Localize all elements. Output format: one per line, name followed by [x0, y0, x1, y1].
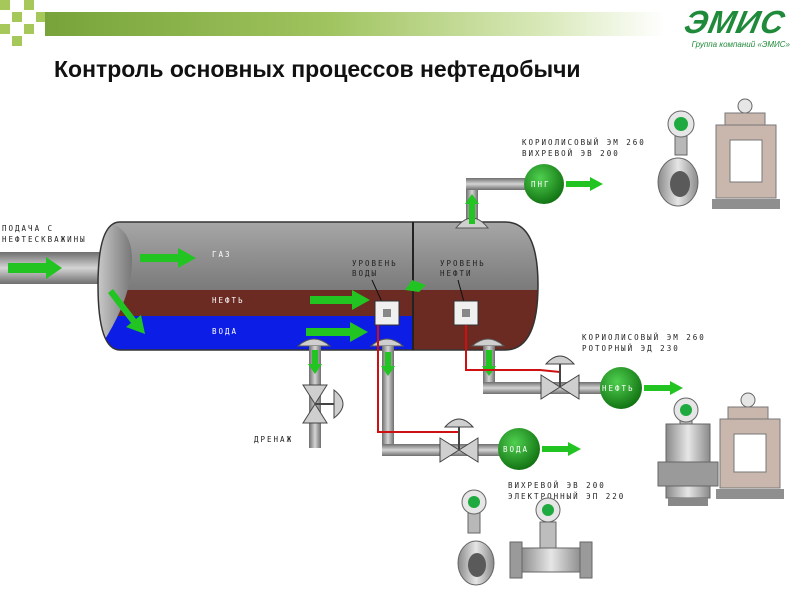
level-oil-pointer	[457, 279, 465, 303]
vessel-outline	[97, 221, 539, 351]
water-outlet-label: ВОДА	[503, 445, 529, 454]
drain-label: ДРЕНАЖ	[254, 435, 293, 444]
coriolis-meter-oil-image	[716, 392, 784, 499]
oil-weir-arrow	[405, 280, 426, 292]
level-water-pointer	[371, 279, 383, 303]
oil-nozzle	[470, 338, 506, 347]
gas-outlet-arrow	[566, 177, 603, 191]
water-meter-label-1: ВИХРЕВОЙ ЭВ 200	[508, 481, 606, 490]
logo-caption: Группа компаний «ЭМИС»	[691, 40, 790, 49]
water-control-valve	[439, 418, 479, 463]
water-outlet-node	[498, 428, 540, 470]
oil-signal-line	[465, 325, 561, 373]
gas-label: ГАЗ	[212, 250, 232, 259]
oil-meter-label-2: РОТОРНЫЙ ЭД 230	[582, 344, 680, 353]
vortex-meter-gas-image	[657, 110, 699, 207]
oil-outlet-label: НЕФТЬ	[602, 384, 635, 393]
page-title: Контроль основных процессов нефтедобычи	[54, 56, 581, 82]
water-label: ВОДА	[212, 327, 238, 336]
rotary-meter-oil-image	[657, 397, 719, 506]
gas-outlet-node	[524, 164, 564, 204]
drain-down-arrow	[308, 350, 322, 374]
gas-meter-label-2: ВИХРЕВОЙ ЭВ 200	[522, 149, 620, 158]
water-meter-label-2: ЭЛЕКТРОННЫЙ ЭП 220	[508, 492, 625, 501]
water-signal-line	[377, 325, 458, 433]
oil-control-valve	[540, 355, 580, 400]
water-zone	[98, 316, 413, 350]
water-down-arrow	[381, 352, 395, 376]
water-outlet-pipe-v	[382, 346, 394, 450]
gas-up-arrow	[465, 194, 479, 224]
inlet-label-line2: НЕФТЕСКВАЖИНЫ	[2, 235, 87, 244]
header-bar	[45, 12, 665, 36]
company-logo: ЭМИС Группа компаний «ЭМИС»	[680, 4, 790, 50]
gas-flow-arrow	[140, 248, 196, 268]
drain-valve	[302, 384, 344, 424]
oil-meter-label-1: КОРИОЛИСОВЫЙ ЭМ 260	[582, 333, 706, 342]
oil-label: НЕФТЬ	[212, 296, 245, 305]
header-decoration	[0, 0, 60, 48]
oil-outlet-node	[600, 367, 642, 409]
vortex-meter-water-image	[457, 489, 495, 586]
coriolis-meter-gas-image	[712, 98, 780, 209]
water-settle-arrow	[108, 289, 145, 334]
gas-outlet-label: ПНГ	[531, 180, 551, 189]
oil-flow-arrow	[310, 290, 370, 310]
gas-meter-label-1: КОРИОЛИСОВЫЙ ЭМ 260	[522, 138, 646, 147]
oil-outlet-arrow	[644, 381, 683, 395]
gas-outlet-pipe-h	[466, 178, 526, 190]
inlet-deflector	[98, 222, 132, 350]
drain-nozzle	[296, 338, 332, 347]
water-outlet-arrow	[542, 442, 581, 456]
level-water-label-2: ВОДЫ	[352, 269, 378, 278]
level-oil-label-1: УРОВЕНЬ	[440, 259, 486, 268]
water-flow-arrow	[306, 322, 368, 342]
inlet-arrow	[8, 257, 62, 279]
inlet-label-line1: ПОДАЧА С	[2, 224, 54, 233]
electronic-meter-water-image	[509, 497, 593, 579]
level-water-label-1: УРОВЕНЬ	[352, 259, 398, 268]
level-oil-label-2: НЕФТИ	[440, 269, 473, 278]
